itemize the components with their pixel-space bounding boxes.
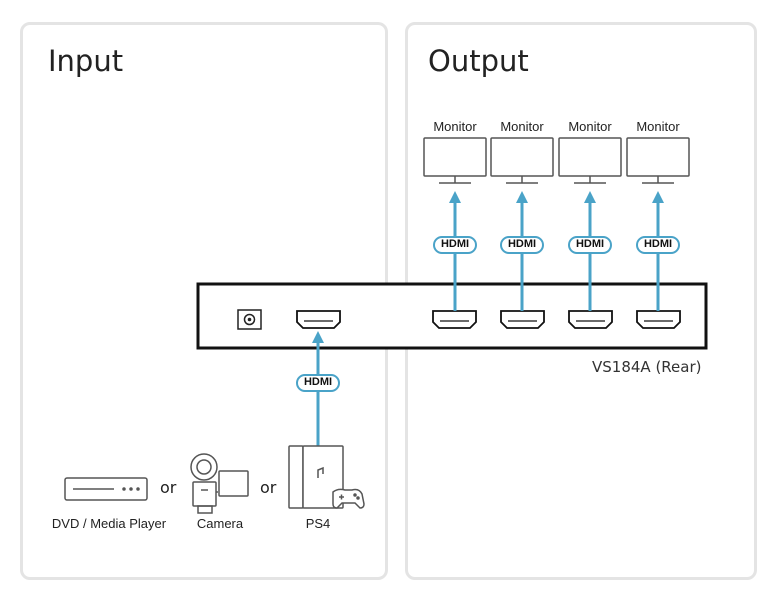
monitor-icon [558, 137, 622, 184]
or-separator: or [260, 478, 277, 497]
source-label-ps4: PS4 [305, 516, 331, 531]
hdmi-out-port-2-icon [500, 310, 545, 329]
monitor-label: Monitor [500, 119, 544, 134]
hdmi-badge: HDMI [568, 236, 612, 254]
monitor-label: Monitor [568, 119, 612, 134]
dvd-player-icon [64, 477, 148, 501]
monitor-label: Monitor [636, 119, 680, 134]
power-port-icon [237, 309, 262, 330]
hdmi-badge: HDMI [433, 236, 477, 254]
device-caption: VS184A (Rear) [592, 358, 702, 376]
hdmi-badge: HDMI [636, 236, 680, 254]
monitor-label: Monitor [433, 119, 477, 134]
camera-icon [190, 453, 249, 514]
ps4-console-icon [288, 445, 365, 509]
hdmi-out-port-3-icon [568, 310, 613, 329]
output-title: Output [428, 44, 529, 78]
hdmi-out-port-1-icon [432, 310, 477, 329]
monitor-icon [490, 137, 554, 184]
input-title: Input [48, 44, 124, 78]
hdmi-badge: HDMI [296, 374, 340, 392]
hdmi-out-port-4-icon [636, 310, 681, 329]
or-separator: or [160, 478, 177, 497]
monitor-icon [626, 137, 690, 184]
source-label-dvd: DVD / Media Player [51, 516, 167, 531]
source-label-camera: Camera [196, 516, 244, 531]
monitor-icon [423, 137, 487, 184]
hdmi-in-port-icon [296, 310, 341, 329]
hdmi-badge: HDMI [500, 236, 544, 254]
